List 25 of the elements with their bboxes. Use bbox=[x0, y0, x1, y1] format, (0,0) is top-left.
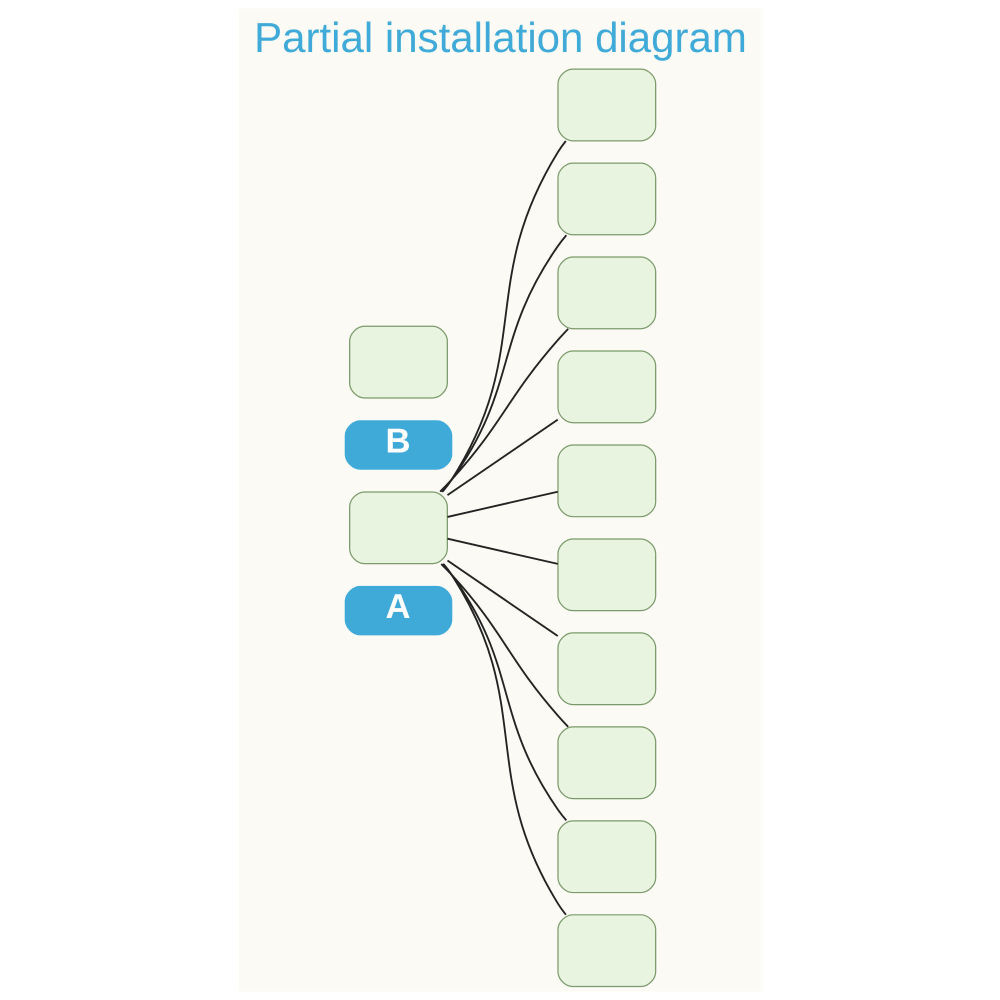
node-box bbox=[556, 632, 656, 706]
connector bbox=[446, 418, 558, 496]
connector bbox=[440, 234, 567, 492]
node-box bbox=[348, 326, 448, 399]
node-box bbox=[556, 538, 656, 612]
connector bbox=[446, 490, 558, 518]
connector bbox=[438, 328, 568, 492]
node-box bbox=[556, 162, 656, 236]
node-box bbox=[556, 444, 656, 518]
node-box bbox=[556, 256, 656, 330]
node-box bbox=[556, 726, 656, 800]
node-box bbox=[556, 820, 656, 894]
node-box: A bbox=[344, 586, 452, 636]
connector bbox=[446, 538, 558, 565]
connector bbox=[441, 563, 567, 821]
connector bbox=[440, 563, 568, 728]
node-box bbox=[556, 914, 656, 988]
diagram-title: Partial installation diagram bbox=[254, 14, 746, 62]
node-box bbox=[348, 491, 448, 564]
connector bbox=[442, 564, 566, 916]
node-box bbox=[556, 350, 656, 424]
connector bbox=[446, 560, 558, 637]
connector bbox=[441, 140, 566, 492]
node-box: B bbox=[344, 420, 452, 470]
node-box bbox=[556, 68, 656, 142]
